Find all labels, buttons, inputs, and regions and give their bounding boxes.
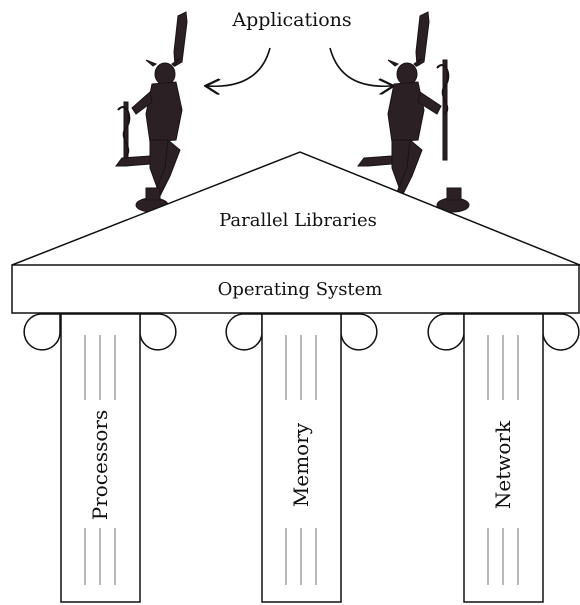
mercury-statue-icon (357, 11, 470, 213)
pillar-capital (542, 313, 580, 351)
mercury-statue-icon (115, 11, 188, 213)
pillar-processors: Processors (23, 313, 177, 603)
operating-system-label: Operating System (218, 279, 383, 300)
pillar-capital (23, 313, 61, 351)
applications-label: Applications (231, 9, 351, 31)
memory-label: Memory (289, 422, 313, 507)
pillar-network: Network (427, 313, 580, 603)
arrow-right (329, 47, 392, 86)
arrow-left (207, 47, 271, 86)
pillar-capital (225, 313, 263, 351)
parallel-libraries-label: Parallel Libraries (219, 210, 377, 231)
pillar-capital (139, 313, 177, 351)
pillar-memory: Memory (225, 313, 378, 603)
processors-label: Processors (88, 410, 112, 521)
entablature (11, 264, 580, 314)
pediment (11, 151, 580, 266)
pillar-capital (340, 313, 378, 351)
network-label: Network (491, 420, 515, 509)
pillar-capital (427, 313, 465, 351)
